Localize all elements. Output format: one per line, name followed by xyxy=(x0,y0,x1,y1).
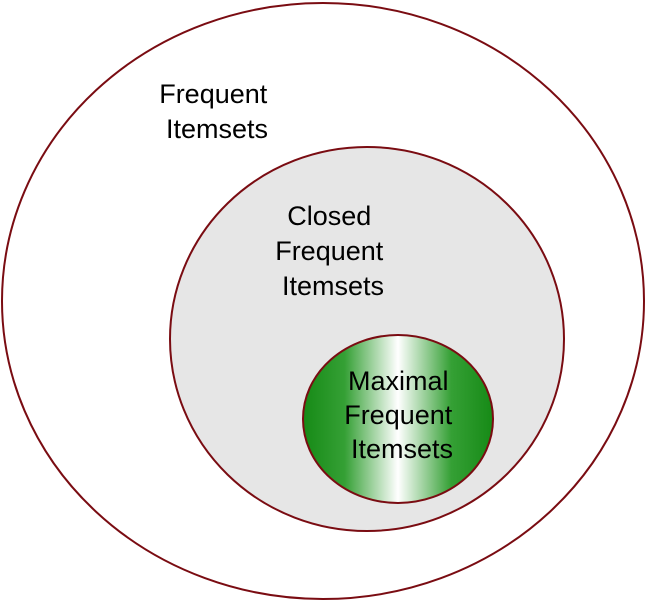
closed-frequent-itemsets-label: Closed Frequent Itemsets xyxy=(275,201,391,301)
label-line: Maximal xyxy=(348,366,449,396)
maximal-frequent-itemsets-label: Maximal Frequent Itemsets xyxy=(344,366,460,464)
label-line: Frequent xyxy=(344,400,453,430)
label-line: Frequent xyxy=(275,236,384,266)
label-line: Closed xyxy=(287,201,371,231)
label-line: Itemsets xyxy=(351,434,453,464)
label-line: Itemsets xyxy=(166,114,268,144)
maximal-frequent-itemsets-circle xyxy=(302,334,494,504)
frequent-itemsets-label: Frequent Itemsets xyxy=(159,79,275,144)
label-line: Itemsets xyxy=(282,271,384,301)
label-line: Frequent xyxy=(159,79,268,109)
